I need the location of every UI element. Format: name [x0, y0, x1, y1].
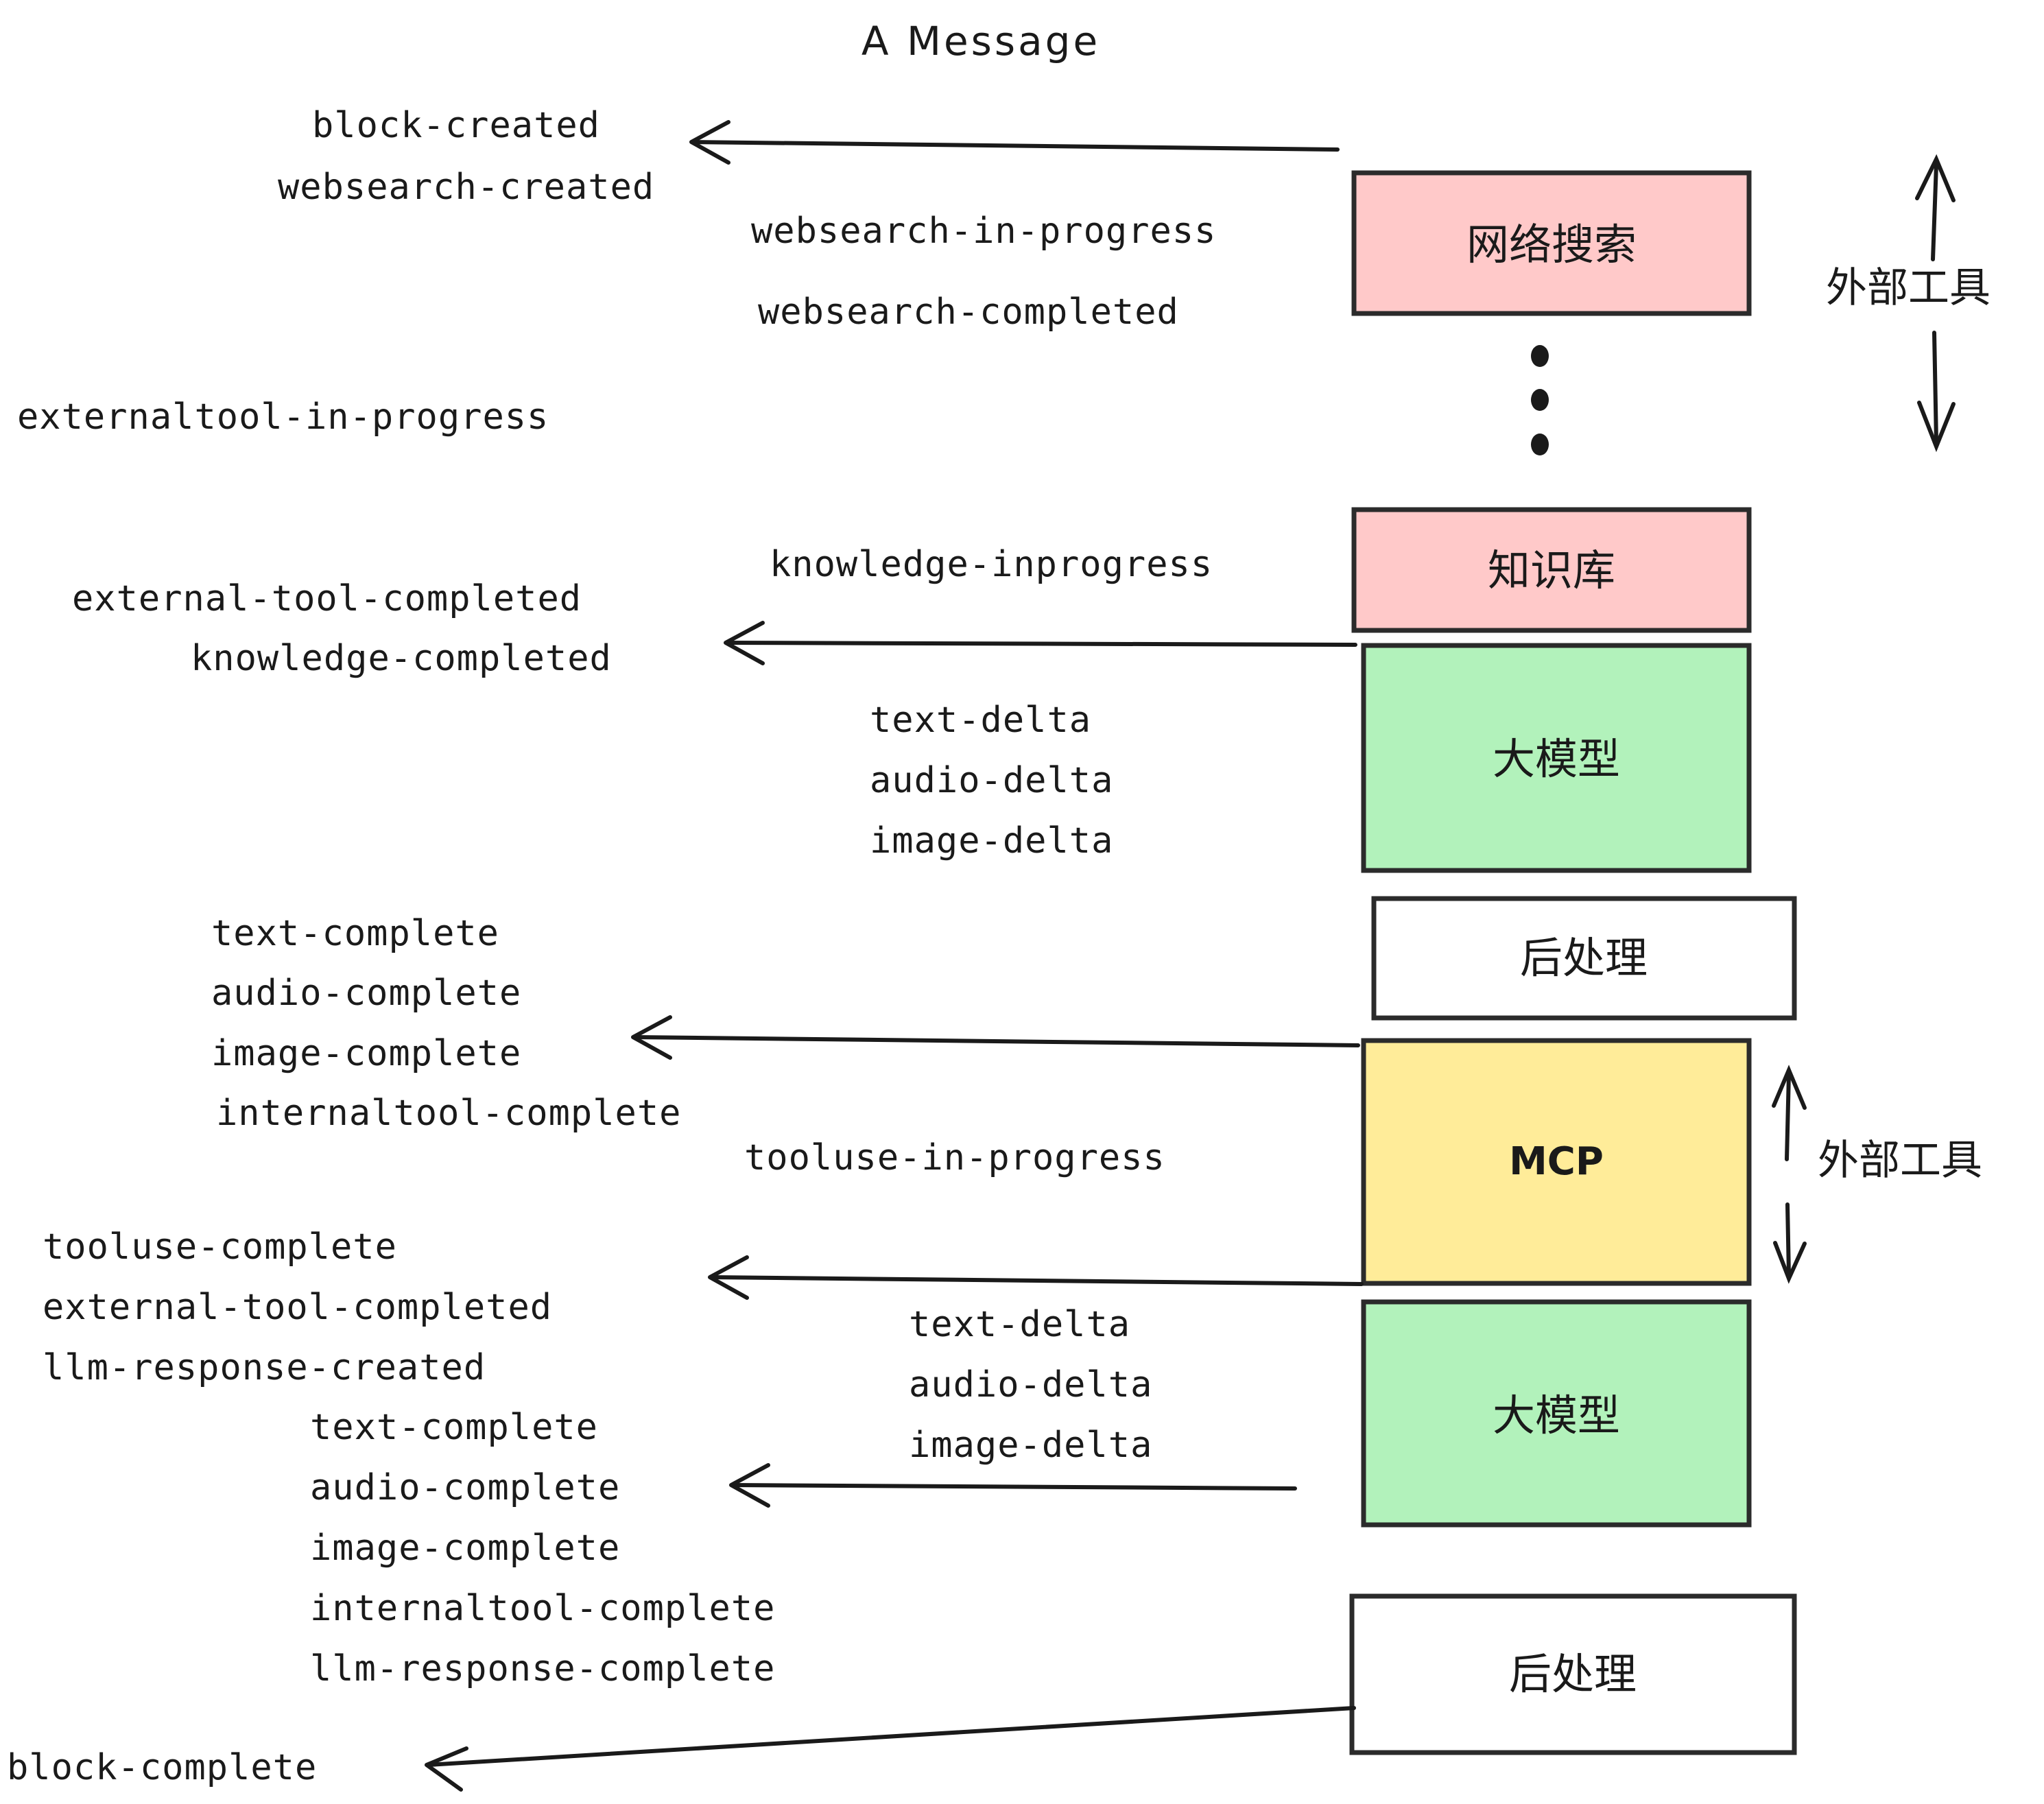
event-websearch-created: websearch-created [278, 167, 654, 208]
vertical-ellipsis-icon [1531, 345, 1549, 455]
event-text-complete-2: text-complete [310, 1407, 598, 1448]
arrow-audio-complete [729, 1463, 1297, 1508]
arrow-image-complete [631, 1015, 1360, 1060]
event-tooluse-in-progress: tooluse-in-progress [744, 1137, 1165, 1178]
event-knowledge-inprogress: knowledge-inprogress [770, 544, 1213, 585]
event-block-created: block-created [312, 105, 600, 146]
event-internaltool-complete-1: internaltool-complete [216, 1093, 681, 1134]
arrow-knowledge-completed [724, 621, 1357, 665]
node-knowledge-rect [1351, 507, 1752, 633]
node-llm-top-rect [1361, 643, 1752, 873]
node-mcp-label: MCP [1509, 1139, 1604, 1184]
event-websearch-in-progress: websearch-in-progress [751, 211, 1216, 252]
node-mcp[interactable]: MCP [1361, 1038, 1752, 1286]
event-text-delta-2: text-delta [909, 1304, 1130, 1345]
event-image-delta-1: image-delta [870, 820, 1113, 862]
node-websearch-label: 网络搜索 [1466, 219, 1637, 270]
event-tooluse-complete: tooluse-complete [43, 1226, 397, 1268]
event-external-tool-completed-2: external-tool-completed [43, 1287, 552, 1328]
arrow-block-complete [425, 1706, 1356, 1792]
event-image-delta-2: image-delta [909, 1425, 1152, 1466]
node-llm-bottom-rect [1361, 1299, 1752, 1528]
event-audio-complete-2: audio-complete [310, 1467, 620, 1508]
node-llm-bottom[interactable]: 大模型 [1361, 1299, 1752, 1528]
event-image-complete-1: image-complete [211, 1033, 521, 1074]
event-externaltool-in-progress: externaltool-in-progress [17, 396, 549, 438]
event-text-delta-1: text-delta [870, 700, 1091, 741]
node-postprocess-top[interactable]: 后处理 [1371, 896, 1797, 1021]
event-text-complete-1: text-complete [211, 913, 499, 954]
external-tools-range-top: 外部工具 [1826, 154, 1990, 453]
event-knowledge-completed: knowledge-completed [191, 638, 612, 679]
node-knowledge[interactable]: 知识库 [1351, 507, 1752, 633]
node-postprocess-top-rect [1371, 896, 1797, 1021]
event-external-tool-completed-1: external-tool-completed [72, 578, 582, 619]
event-image-complete-2: image-complete [310, 1528, 620, 1569]
node-knowledge-label: 知识库 [1488, 545, 1615, 595]
external-tools-range-bottom: 外部工具 [1772, 1065, 1982, 1284]
event-audio-delta-2: audio-delta [909, 1364, 1152, 1405]
node-llm-bottom-label: 大模型 [1493, 1390, 1620, 1440]
event-internaltool-complete-2: internaltool-complete [310, 1588, 775, 1629]
external-tools-label-bottom: 外部工具 [1818, 1137, 1982, 1185]
event-audio-complete-1: audio-complete [211, 973, 521, 1014]
node-postprocess-bottom-rect [1349, 1593, 1797, 1755]
diagram-title: A Message [861, 18, 1100, 64]
node-websearch[interactable]: 网络搜索 [1351, 170, 1752, 316]
node-postprocess-bottom[interactable]: 后处理 [1349, 1593, 1797, 1755]
node-llm-top-label: 大模型 [1493, 734, 1620, 784]
event-websearch-completed: websearch-completed [758, 292, 1179, 333]
event-llm-response-created: llm-response-created [43, 1347, 486, 1388]
node-postprocess-bottom-label: 后处理 [1509, 1649, 1637, 1699]
arrow-block-created [689, 120, 1340, 165]
node-postprocess-top-label: 后处理 [1520, 933, 1648, 983]
event-block-complete: block-complete [7, 1747, 317, 1788]
event-llm-response-complete: llm-response-complete [310, 1648, 775, 1689]
node-llm-top[interactable]: 大模型 [1361, 643, 1752, 873]
node-websearch-rect [1351, 170, 1752, 316]
node-mcp-rect [1361, 1038, 1752, 1286]
event-audio-delta-1: audio-delta [870, 760, 1113, 801]
external-tools-label-top: 外部工具 [1826, 264, 1990, 312]
arrow-tooluse-complete [708, 1255, 1364, 1300]
